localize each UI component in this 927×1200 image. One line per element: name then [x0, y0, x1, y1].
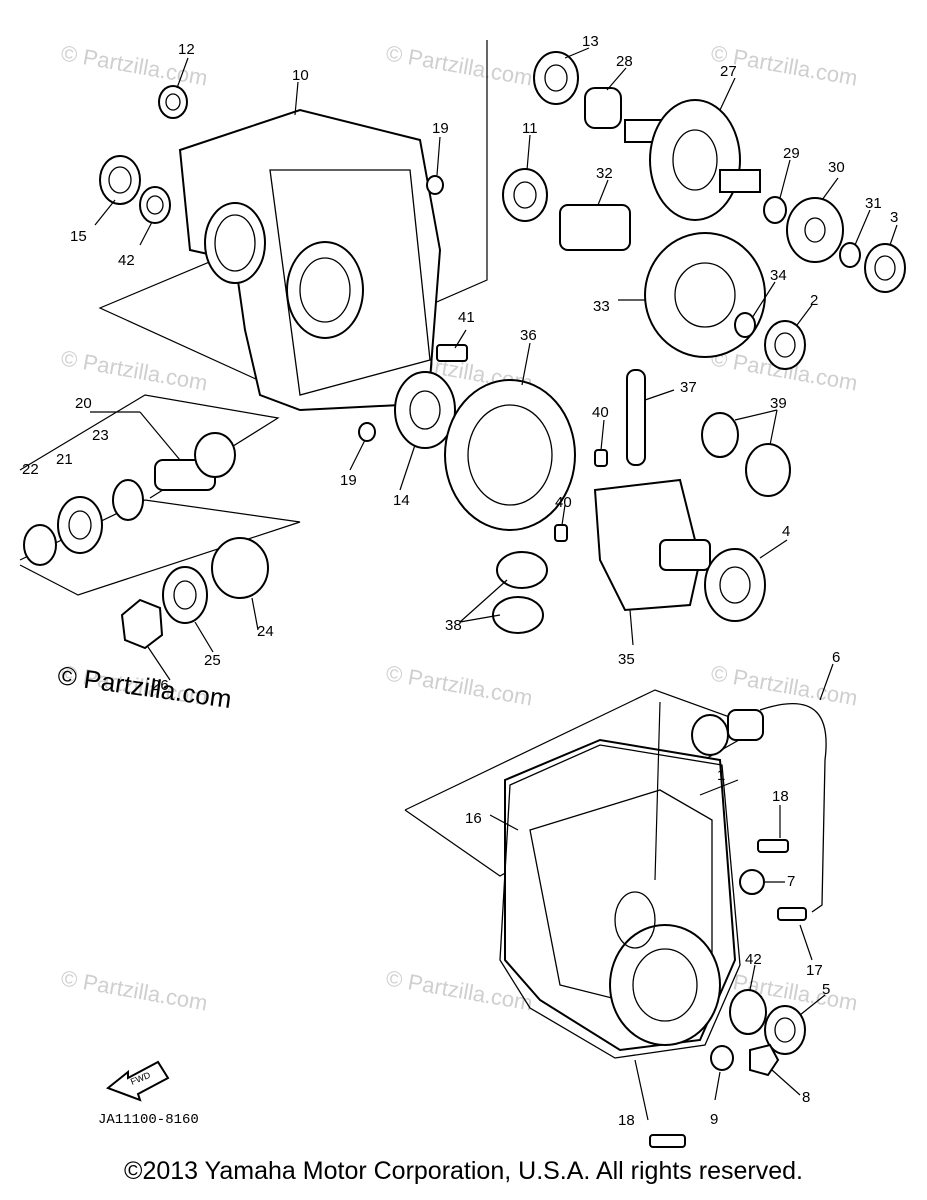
callout-19: 19 [432, 120, 449, 137]
callout-40: 40 [592, 404, 609, 421]
callout-40: 40 [555, 494, 572, 511]
watermark-text: © Partzilla.com [384, 965, 534, 1015]
watermark-text: © Partzilla.com [384, 40, 534, 90]
callout-9: 9 [710, 1111, 718, 1128]
callout-27: 27 [720, 63, 737, 80]
callout-4: 4 [782, 523, 790, 540]
callout-16: 16 [465, 810, 482, 827]
copyright-footer: ©2013 Yamaha Motor Corporation, U.S.A. A… [124, 1157, 803, 1185]
callout-18: 18 [772, 788, 789, 805]
callout-30: 30 [828, 159, 845, 176]
callout-37: 37 [680, 379, 697, 396]
callout-26: 26 [152, 677, 169, 694]
callout-18: 18 [618, 1112, 635, 1129]
leader-lines [90, 47, 898, 1121]
callout-24: 24 [257, 623, 274, 640]
callout-12: 12 [178, 41, 195, 58]
callout-10: 10 [292, 67, 309, 84]
callout-33: 33 [593, 298, 610, 315]
watermark-text: © Partzilla.com [59, 345, 209, 395]
callout-17: 17 [806, 962, 823, 979]
callout-35: 35 [618, 651, 635, 668]
callout-23: 23 [92, 427, 109, 444]
transmission-cover-1 [504, 738, 737, 1052]
watermark-text: © Partzilla.com [384, 660, 534, 710]
callout-8: 8 [802, 1089, 810, 1106]
fwd-arrow-icon: FWD [106, 1060, 170, 1102]
callout-36: 36 [520, 327, 537, 344]
callout-15: 15 [70, 228, 87, 245]
parts [23, 51, 906, 1148]
callout-3: 3 [890, 209, 898, 226]
callout-11: 11 [522, 120, 538, 137]
callout-6: 6 [832, 649, 840, 666]
callout-41: 41 [458, 309, 475, 326]
callout-31: 31 [865, 195, 882, 212]
callout-14: 14 [393, 492, 410, 509]
watermark-text: © Partzilla.com [59, 965, 209, 1015]
callout-7: 7 [787, 873, 795, 890]
callout-42: 42 [745, 951, 762, 968]
callout-28: 28 [616, 53, 633, 70]
callout-13: 13 [582, 33, 599, 50]
callout-29: 29 [783, 145, 800, 162]
diagram-code: JA11100-8160 [98, 1112, 199, 1128]
callout-19: 19 [340, 472, 357, 489]
callout-38: 38 [445, 617, 462, 634]
transmission-case-10 [178, 108, 442, 412]
callout-34: 34 [770, 267, 787, 284]
callout-21: 21 [56, 451, 73, 468]
callout-39: 39 [770, 395, 787, 412]
callout-2: 2 [810, 292, 818, 309]
callout-5: 5 [822, 981, 830, 998]
callout-25: 25 [204, 652, 221, 669]
callout-20: 20 [75, 395, 92, 412]
watermark-text: © Partzilla.com [709, 660, 859, 710]
callout-32: 32 [596, 165, 613, 182]
callout-42: 42 [118, 252, 135, 269]
callout-1: 1 [717, 767, 725, 784]
callout-22: 22 [22, 461, 39, 478]
